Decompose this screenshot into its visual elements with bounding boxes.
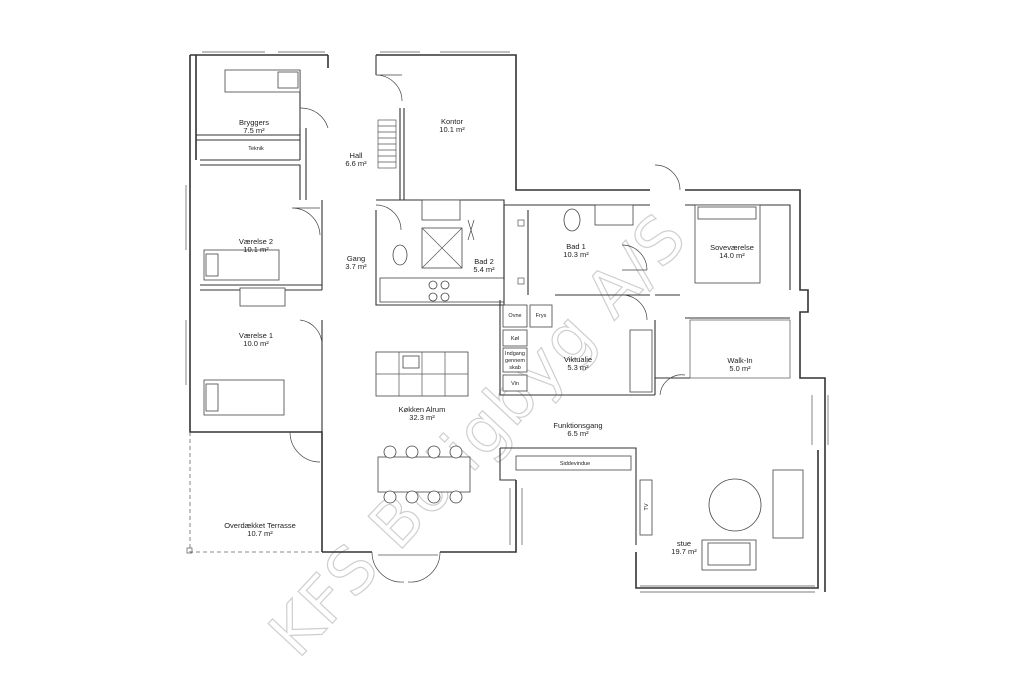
room-name-viktualie: Viktualie — [564, 355, 592, 364]
room-area-bad1: 10.3 m² — [563, 250, 589, 259]
room-labels: Bryggers 7.5 m² Teknik Hall 6.6 m² Konto… — [224, 117, 754, 556]
room-area-bad2: 5.4 m² — [473, 265, 495, 274]
appliance-indgang-line2: gennem — [505, 358, 525, 364]
room-area-terrasse: 10.7 m² — [247, 529, 273, 538]
room-name-gang: Gang — [347, 254, 365, 263]
room-name-koekken: Køkken Alrum — [399, 405, 446, 414]
room-name-bad1: Bad 1 — [566, 242, 586, 251]
room-name-vaerelse1: Værelse 1 — [239, 331, 273, 340]
siddevindue-label: Siddevindue — [560, 461, 590, 467]
room-area-hall: 6.6 m² — [345, 159, 367, 168]
room-area-walkin: 5.0 m² — [729, 364, 751, 373]
appliance-indgang-line1: Indgang — [505, 351, 525, 357]
appliance-frys: Frys — [536, 313, 547, 319]
room-name-hall: Hall — [350, 151, 363, 160]
room-area-vaerelse1: 10.0 m² — [243, 339, 269, 348]
appliance-indgang-line3: skab — [509, 365, 521, 371]
room-area-bryggers: 7.5 m² — [243, 126, 265, 135]
interior-walls — [186, 55, 804, 571]
exterior-walls — [185, 51, 829, 593]
appliance-labels: Ovne Frys Køl Indgang gennem skab Vin Si… — [505, 313, 650, 511]
room-name-kontor: Kontor — [441, 117, 464, 126]
room-area-kontor: 10.1 m² — [439, 125, 465, 134]
tv-label: TV — [644, 503, 650, 510]
appliance-koel: Køl — [511, 336, 519, 342]
room-area-viktualie: 5.3 m² — [567, 363, 589, 372]
room-name-sovevaerelse: Soveværelse — [710, 243, 754, 252]
room-area-gang: 3.7 m² — [345, 262, 367, 271]
room-area-sovevaerelse: 14.0 m² — [719, 251, 745, 260]
room-name-walkin: Walk-In — [727, 356, 752, 365]
appliance-ovne: Ovne — [508, 313, 521, 319]
room-name-stue: stue — [677, 539, 691, 548]
room-area-vaerelse2: 10.1 m² — [243, 245, 269, 254]
room-name-vaerelse2: Værelse 2 — [239, 237, 273, 246]
room-name-bryggers: Bryggers — [239, 118, 269, 127]
room-name-bad2: Bad 2 — [474, 257, 494, 266]
appliance-vin: Vin — [511, 381, 519, 387]
room-area-koekken: 32.3 m² — [409, 413, 435, 422]
room-area-funktionsgang: 6.5 m² — [567, 429, 589, 438]
room-area-stue: 19.7 m² — [671, 547, 697, 556]
doors — [289, 74, 686, 583]
room-name-funktionsgang: Funktionsgang — [553, 421, 602, 430]
room-name-teknik: Teknik — [248, 146, 264, 152]
room-name-terrasse: Overdækket Terrasse — [224, 521, 296, 530]
